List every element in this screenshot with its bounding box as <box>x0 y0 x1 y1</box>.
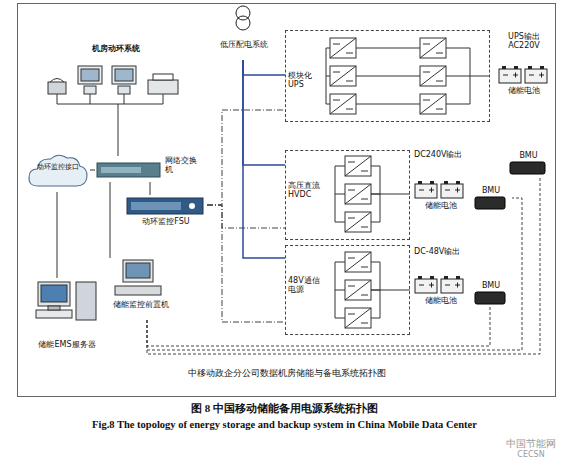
ups-group: 模块化UPS <box>285 30 490 122</box>
node-label: BMU <box>470 186 512 195</box>
frontend-computer: 储能监控前置机 <box>100 258 182 320</box>
figure-caption: 图 8 中国移动储能备用电源系统拓扑图 <box>0 402 569 415</box>
battery-label: 储能电池 <box>495 86 553 95</box>
battery-label-holder: 储能电池 <box>495 86 553 95</box>
monitor-system: 机房动环系统 <box>40 42 192 112</box>
diagram-frame: 中移动政企分公司数据机房储能与备电系统拓扑图 低压配电系统模块化UPS 高压直流HV… <box>18 4 555 396</box>
node-label: 低压配电系统 <box>213 40 275 49</box>
connector <box>90 170 95 171</box>
frontend-computer-icon <box>115 260 161 295</box>
diagram-subtitle: 中移动政企分公司数据机房储能与备电系统拓扑图 <box>18 368 555 379</box>
network-switch <box>97 163 160 177</box>
network-switch: 网络交换机 <box>95 156 205 182</box>
node-label: 高压直流HVDC <box>288 181 322 199</box>
battery-label: 储能电池 <box>413 201 469 210</box>
output-label-holder: DC-48V输出 <box>414 247 476 256</box>
connector <box>118 112 119 156</box>
watermark-holder: CECSN <box>496 450 566 459</box>
node-label: 48V通信电源 <box>288 276 322 294</box>
battery-symbols <box>415 66 547 293</box>
connector <box>147 176 540 354</box>
watermark-holder: 中国节能网 <box>496 438 566 450</box>
fsu-device <box>127 198 203 214</box>
battery-label-holder: 储能电池 <box>413 296 469 305</box>
dc48-group: 48V通信电源 <box>285 245 410 335</box>
connector <box>243 60 285 75</box>
output-label: DC240V输出 <box>414 150 476 159</box>
node-label: 动环监控接口 <box>26 163 90 172</box>
node-label: BMU <box>470 281 512 290</box>
transformer-symbol <box>236 16 250 30</box>
battery-label: 储能电池 <box>413 296 469 305</box>
output-label: UPS输出 AC220V <box>495 32 553 50</box>
connector <box>243 60 285 165</box>
bmu-unit: BMU <box>470 185 512 211</box>
converter-modules <box>326 38 490 328</box>
battery-label-holder: 储能电池 <box>413 201 469 210</box>
power-source: 低压配电系统 <box>213 4 275 60</box>
bmu-unit: BMU <box>470 280 512 306</box>
connector <box>147 306 490 346</box>
fsu-unit: 动环监控FSU <box>125 195 207 237</box>
node-label: 机房动环系统 <box>40 44 192 53</box>
hvdc-group: 高压直流HVDC <box>285 150 410 240</box>
watermark: 中国节能网 <box>496 438 566 450</box>
watermark: CECSN <box>496 450 566 459</box>
connector <box>207 205 285 228</box>
node-label: 动环监控FSU <box>125 217 207 226</box>
node-label: BMU <box>505 151 552 160</box>
connector <box>207 205 285 322</box>
bmu-unit: BMU <box>505 150 552 176</box>
node-label: 模块化UPS <box>288 71 322 89</box>
connector <box>207 110 285 205</box>
output-label-holder: DC240V输出 <box>414 150 476 159</box>
connector <box>150 182 151 195</box>
node-label: 储能EMS服务器 <box>37 340 97 349</box>
ems-server: 储能EMS服务器 <box>32 278 102 368</box>
cloud-interface: 动环监控接口 <box>26 150 90 192</box>
connector <box>147 198 522 350</box>
server-icon <box>36 282 96 320</box>
english-caption-holder: Fig.8 The topology of energy storage and… <box>0 419 569 431</box>
office-equipment <box>48 66 178 112</box>
node-label: 网络交换机 <box>165 156 201 174</box>
output-label: DC-48V输出 <box>414 247 476 256</box>
output-label-holder: UPS输出 AC220V <box>495 32 553 50</box>
figure-caption-holder: 图 8 中国移动储能备用电源系统拓扑图 <box>0 402 569 415</box>
connector <box>57 192 58 278</box>
connector <box>110 182 111 258</box>
node-label: 储能监控前置机 <box>100 300 182 309</box>
english-caption: Fig.8 The topology of energy storage and… <box>0 419 569 431</box>
